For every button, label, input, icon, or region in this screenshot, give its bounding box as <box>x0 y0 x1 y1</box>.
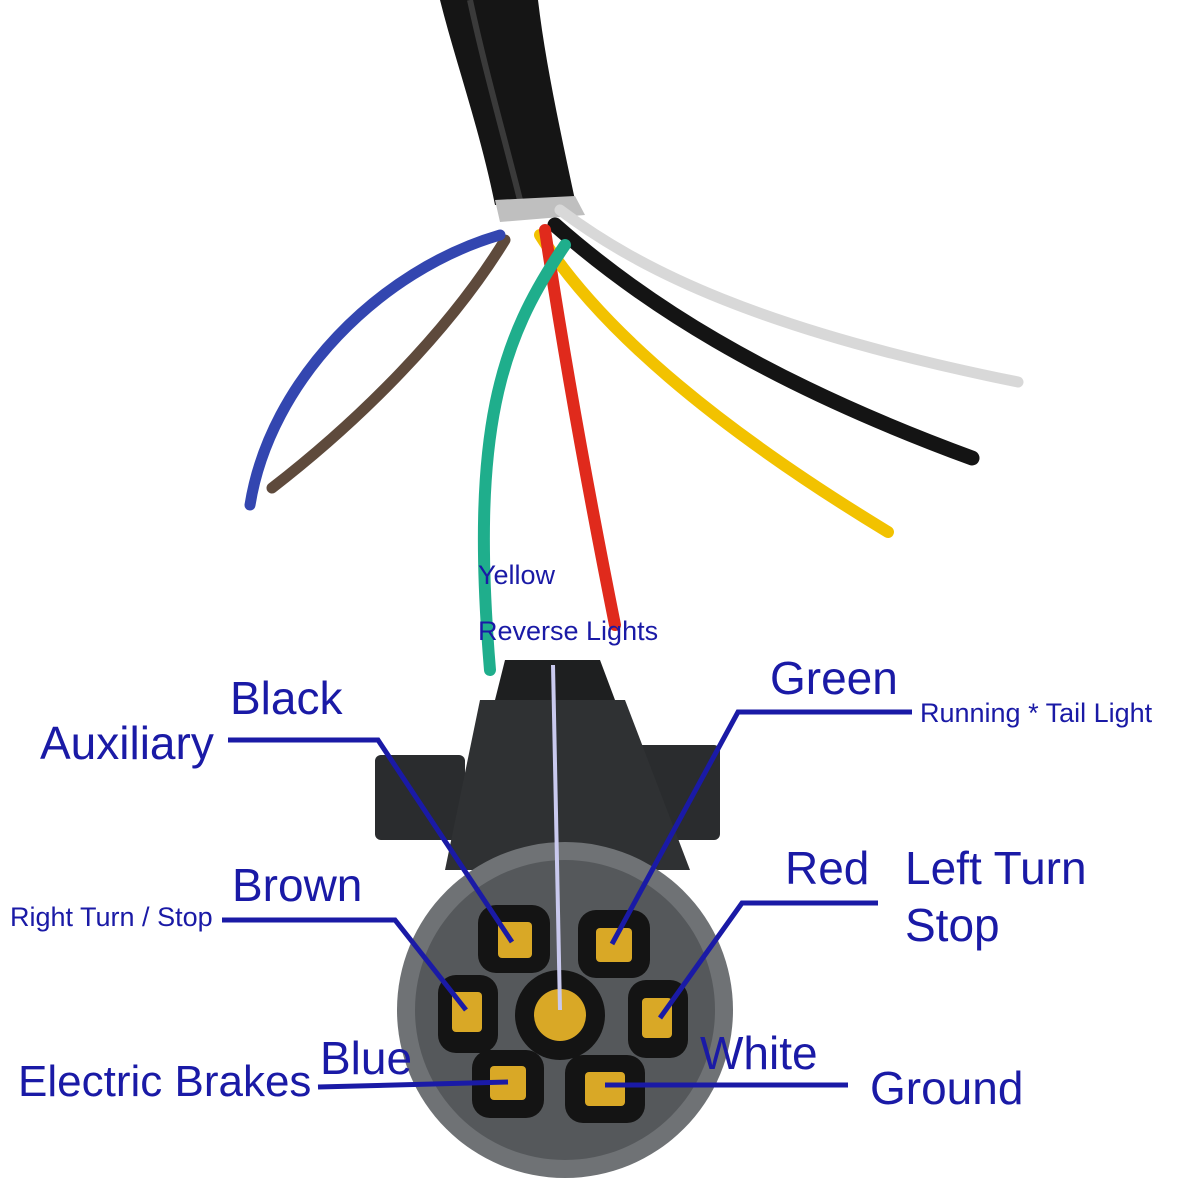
wire-white <box>554 204 1024 388</box>
wires <box>244 204 1024 676</box>
wire-black <box>547 217 980 466</box>
cable <box>440 0 585 222</box>
label-stop: Stop <box>905 899 1000 951</box>
label-white: White <box>700 1027 818 1079</box>
label-blue: Blue <box>320 1032 413 1084</box>
label-electric-brakes: Electric Brakes <box>18 1057 312 1106</box>
label-yellow: Yellow <box>478 560 556 590</box>
leader-running-tail-light <box>609 709 912 946</box>
label-auxiliary: Auxiliary <box>40 717 214 769</box>
leader-electric-brakes <box>317 1079 509 1090</box>
label-red: Red <box>785 842 870 894</box>
cable-jacket <box>440 0 575 205</box>
leader-reverse-lights <box>551 664 562 1011</box>
leader-right-turn-stop <box>222 917 468 1012</box>
wire-green <box>477 239 571 676</box>
wire-brown <box>266 234 511 494</box>
label-ground: Ground <box>870 1062 1024 1114</box>
label-left-turn: Left Turn <box>905 842 1087 894</box>
label-running-tail-light: Running * Tail Light <box>920 698 1153 728</box>
label-right-turn-stop: Right Turn / Stop <box>10 902 213 932</box>
leader-auxiliary <box>228 737 515 944</box>
leader-lines <box>222 664 912 1090</box>
pin-bottom-right <box>585 1072 625 1106</box>
connector-tab-left <box>375 755 465 840</box>
wire-yellow <box>534 229 894 538</box>
label-brown: Brown <box>232 859 363 911</box>
label-green: Green <box>770 652 898 704</box>
connector-body <box>445 700 690 870</box>
leader-left-turn-stop <box>657 900 878 1020</box>
label-reverse-lights: Reverse Lights <box>478 616 659 646</box>
pin-center <box>534 989 586 1041</box>
cable-highlight <box>467 0 523 201</box>
wire-blue <box>244 229 506 511</box>
label-black: Black <box>230 672 343 724</box>
